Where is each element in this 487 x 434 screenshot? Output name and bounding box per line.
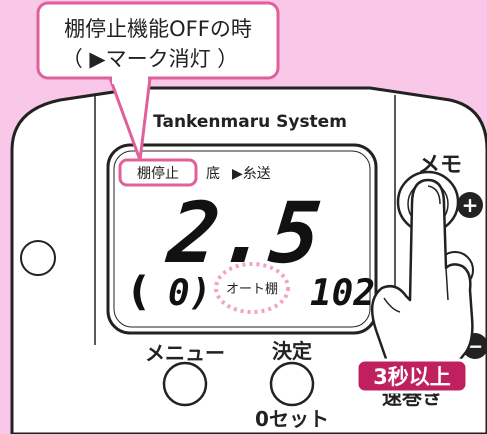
enter-button[interactable] <box>269 361 315 407</box>
indicator-shelf-stop: 棚停止 <box>137 165 179 182</box>
brand-label: Tankenmaru System <box>153 112 347 132</box>
depth-value: 2.5 <box>162 184 326 282</box>
menu-label: メニュー <box>145 341 225 365</box>
paren-open: ( <box>130 269 148 315</box>
zero-set-label: 0セット <box>255 407 329 431</box>
sub-value: 0) <box>168 273 211 314</box>
shelf-stop-highlight <box>118 158 198 187</box>
hold-badge-text: 3秒以上 <box>373 365 451 389</box>
indicator-bottom: 底 <box>206 166 220 182</box>
callout-line2: （ ▶マーク消灯 ） <box>62 47 239 71</box>
auto-shelf-highlight <box>214 262 290 314</box>
auto-shelf-indicator: オート棚 <box>226 282 278 297</box>
callout-box <box>36 1 280 80</box>
callout-line1: 棚停止機能OFFの時 <box>64 17 252 41</box>
hold-badge <box>355 358 469 394</box>
lcd-screen <box>106 143 378 335</box>
plus-icon <box>457 192 483 218</box>
side-hole <box>20 240 56 276</box>
indicator-line-feed: ▶糸送 <box>232 166 271 182</box>
counter-value: 102 <box>310 273 375 314</box>
enter-label: 決定 <box>272 339 312 363</box>
menu-button[interactable] <box>162 361 208 407</box>
pressing-hand-icon <box>370 178 474 378</box>
plus-symbol: + <box>462 193 479 217</box>
